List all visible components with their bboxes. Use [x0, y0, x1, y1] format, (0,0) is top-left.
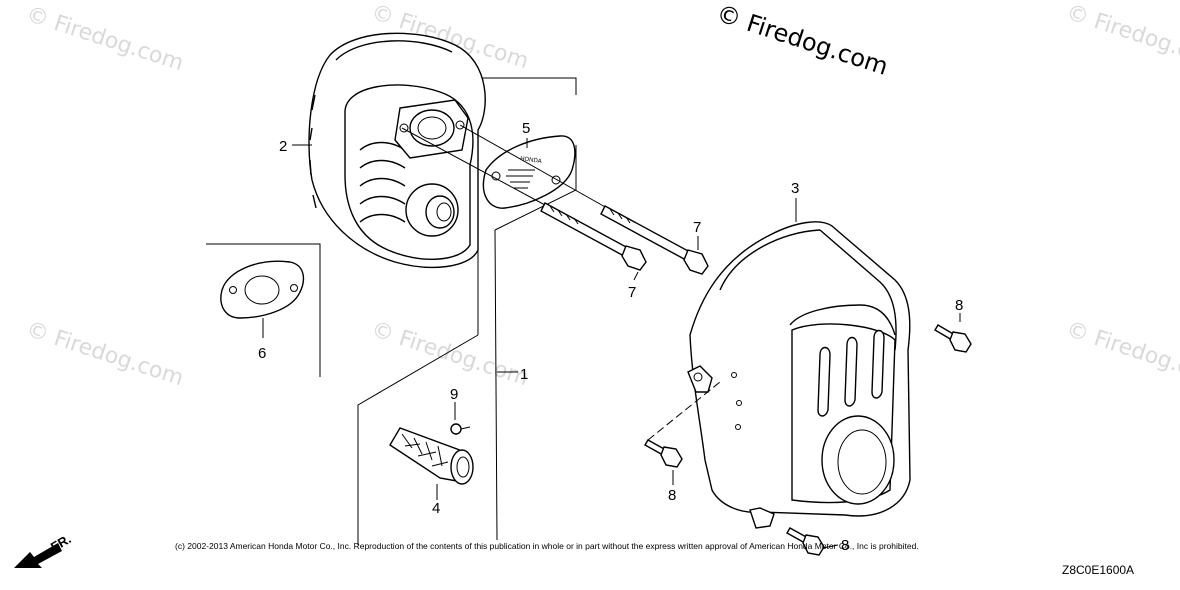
callout-7b: 7	[693, 219, 701, 236]
callout-4: 4	[432, 500, 440, 517]
watermark-faint: © Firedog.com	[23, 317, 186, 391]
spark-arrester	[389, 427, 474, 485]
callout-8c: 8	[841, 537, 849, 554]
muffler-body	[308, 32, 486, 268]
screw-9	[450, 423, 471, 435]
front-direction-arrow: FR.	[14, 531, 74, 568]
bolt-7b	[600, 205, 709, 275]
copyright-notice: (c) 2002-2013 American Honda Motor Co., …	[175, 541, 919, 551]
leader-line	[401, 127, 546, 206]
watermark-faint: © Firedog.com	[1063, 0, 1180, 74]
leader-line	[647, 381, 721, 441]
callout-8b: 8	[668, 487, 676, 504]
callout-9: 9	[450, 386, 458, 403]
bolt-8c	[786, 527, 825, 556]
muffler-protector	[687, 221, 911, 529]
background-watermarks: © Firedog.com © Firedog.com © Firedog.co…	[23, 0, 1180, 391]
callout-3: 3	[791, 180, 799, 197]
bolt-7a	[540, 202, 647, 271]
callout-leaders	[262, 138, 961, 549]
callout-6: 6	[258, 345, 266, 362]
watermark-faint: © Firedog.com	[1063, 317, 1180, 391]
callout-8a: 8	[955, 297, 963, 314]
watermark-main: © Firedog.com	[713, 0, 891, 81]
gasket-bracket	[206, 243, 321, 377]
muffler-plate: HONDA	[482, 135, 576, 209]
watermark-faint: © Firedog.com	[23, 2, 186, 76]
bolt-8b	[644, 439, 683, 468]
brand-mark: HONDA	[520, 156, 542, 165]
callout-2: 2	[279, 138, 287, 155]
callout-5: 5	[522, 120, 530, 137]
watermark-faint: © Firedog.com	[368, 317, 531, 391]
leader-line	[459, 124, 608, 209]
callout-1: 1	[520, 366, 528, 383]
bolt-8a	[934, 324, 972, 353]
muffler-gasket	[220, 260, 305, 319]
callout-7a: 7	[628, 284, 636, 301]
diagram-code: Z8C0E1600A	[1062, 563, 1134, 577]
